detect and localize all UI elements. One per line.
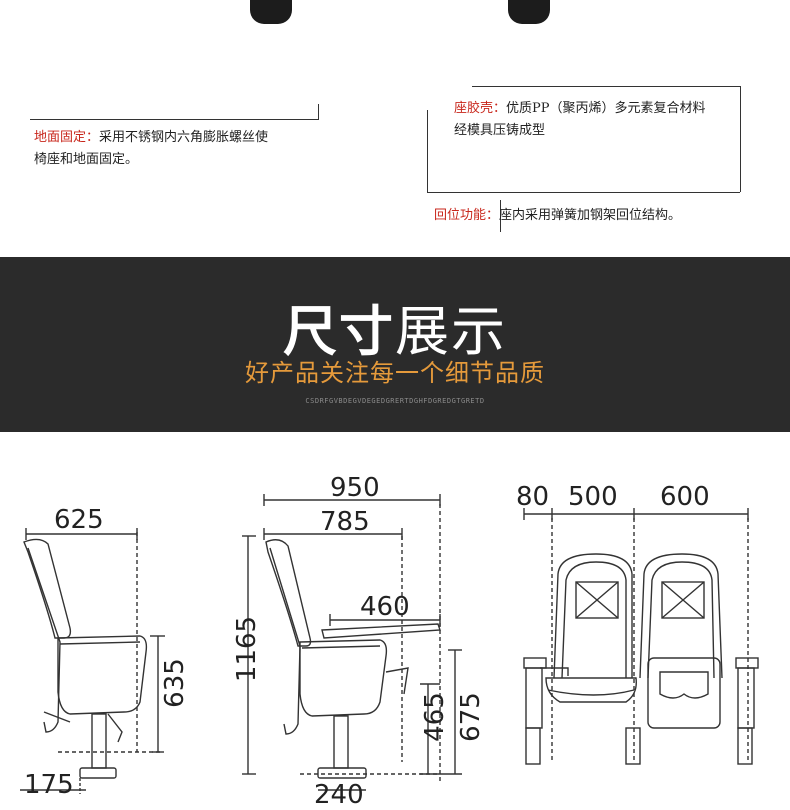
- dimension-drawings: [20, 494, 759, 794]
- seat-shell-leader-v2: [427, 110, 428, 192]
- floor-fixing-key: 地面固定：: [34, 130, 100, 145]
- dim-side1-height: 635: [159, 658, 190, 708]
- dim-front-seat-left: 500: [568, 482, 618, 512]
- return-annotation: 回位功能：座内采用弹簧加钢架回位结构。: [434, 205, 754, 227]
- dim-side1-base: 175: [24, 770, 74, 800]
- seat-shell-key: 座胶壳：: [454, 101, 507, 116]
- seat-shell-line1: 优质PP（聚丙烯）多元素复合材料: [506, 101, 706, 116]
- dim-side1-top: 625: [54, 505, 104, 535]
- banner-title-bold: 尺寸: [283, 300, 395, 363]
- return-text: 座内采用弹簧加钢架回位结构。: [499, 208, 682, 223]
- dim-front-arm: 80: [516, 482, 550, 512]
- seat-shell-leader-v: [740, 86, 741, 192]
- return-leader-v: [500, 200, 501, 232]
- side-view-2: [242, 494, 462, 791]
- dim-side2-arm: 675: [455, 692, 486, 742]
- seat-shell-line2: 经模具压铸成型: [454, 123, 546, 138]
- banner-small-text: CSDRFGVBDEGVDEGEDGRERTDGHFDGREDGTGRETD: [305, 397, 485, 405]
- banner-title-light: 展示: [395, 300, 507, 363]
- dim-side2-top-outer: 950: [330, 473, 380, 503]
- front-view: [523, 508, 759, 765]
- seat-shell-leader-h2: [427, 192, 740, 193]
- dim-side2-seat: 465: [419, 692, 450, 742]
- dim-side2-top-inner: 785: [320, 507, 370, 537]
- seat-shell-annotation: 座胶壳：优质PP（聚丙烯）多元素复合材料 经模具压铸成型: [454, 98, 754, 142]
- chair-leg-left: [250, 0, 292, 24]
- chair-leg-right: [508, 0, 550, 24]
- banner-title: 尺寸展示: [0, 287, 790, 366]
- seat-shell-leader-h: [472, 86, 740, 87]
- return-key: 回位功能：: [434, 208, 500, 223]
- dim-front-seat-right: 600: [660, 482, 710, 512]
- banner-subtitle: 好产品关注每一个细节品质: [245, 359, 545, 387]
- dim-side2-height: 1165: [232, 615, 263, 683]
- dim-side2-tablet: 460: [360, 592, 410, 622]
- floor-fixing-leader-h: [30, 119, 318, 120]
- floor-fixing-annotation: 地面固定：采用不锈钢内六角膨胀螺丝使 椅座和地面固定。: [34, 127, 324, 171]
- dim-side2-base: 240: [314, 780, 364, 810]
- floor-fixing-leader-v: [318, 104, 319, 120]
- floor-fixing-line1: 采用不锈钢内六角膨胀螺丝使: [99, 130, 269, 145]
- floor-fixing-line2: 椅座和地面固定。: [34, 152, 139, 167]
- dimension-banner: 尺寸展示 好产品关注每一个细节品质 CSDRFGVBDEGVDEGEDGRERT…: [0, 257, 790, 432]
- side-view-1: [20, 528, 165, 794]
